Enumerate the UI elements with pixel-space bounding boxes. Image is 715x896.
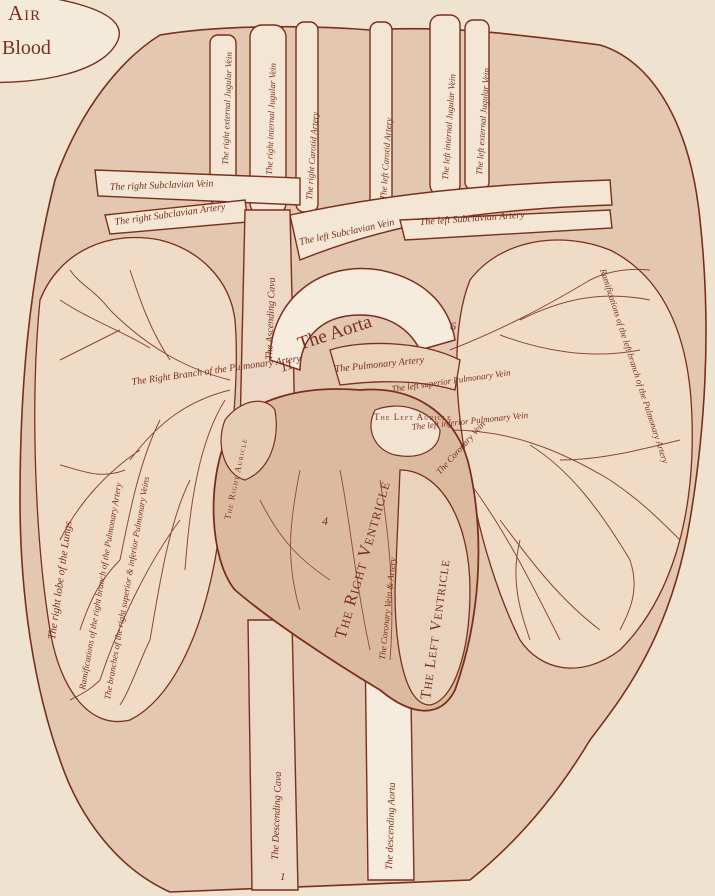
- subtitle-fragment: Blood: [2, 37, 51, 59]
- label-descending-cava-number: 1: [280, 871, 286, 883]
- label-right-ventricle-number: 4: [322, 514, 328, 528]
- label-left-auricle: The Left Auricle: [374, 412, 452, 422]
- label-aorta-mark: 6: [450, 319, 456, 333]
- title-fragment: Air: [8, 1, 41, 25]
